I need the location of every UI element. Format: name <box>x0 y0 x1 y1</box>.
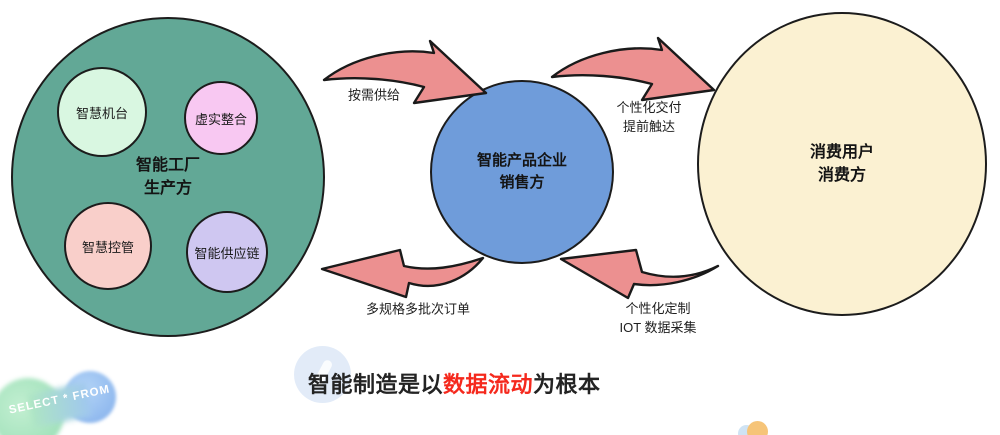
arrow-personalized-delivery-icon <box>550 36 716 102</box>
producer-title: 智能工厂 生产方 <box>135 157 200 197</box>
sub-circle-label: 智慧机台 <box>75 105 128 121</box>
arrow-label-personalized-delivery: 个性化交付 提前触达 <box>616 100 682 134</box>
bottom-orange-dot-icon <box>747 421 768 435</box>
caption-suffix: 为根本 <box>533 372 601 397</box>
sub-circle-smart-supply-chain: 智能供应链 <box>186 211 268 293</box>
select-from-badge: SELECT * FROM <box>0 362 150 435</box>
sub-circle-virtual-real-integration: 虚实整合 <box>184 81 258 155</box>
sub-circle-smart-control: 智慧控管 <box>64 202 152 290</box>
arrow-label-supply-on-demand: 按需供给 <box>347 87 401 103</box>
arrow-label-multi-spec-orders: 多规格多批次订单 <box>365 301 471 317</box>
arrow-label-personalized-customization: 个性化定制 IOT 数据采集 <box>619 301 697 335</box>
sub-circle-label: 智能供应链 <box>194 245 260 261</box>
seller-title: 智能产品企业 销售方 <box>476 152 567 191</box>
bottom-blue-dot-icon <box>738 425 755 435</box>
caption-highlight: 数据流动 <box>443 372 534 397</box>
arrow-personalized-customization-icon <box>559 248 720 300</box>
arrow-multi-spec-orders-icon <box>320 248 485 299</box>
consumer-title: 消费用户 消费方 <box>809 144 874 184</box>
caption: 智能制造是以数据流动为根本 <box>308 367 601 399</box>
caption-prefix: 智能制造是以 <box>308 372 444 397</box>
sub-circle-label: 虚实整合 <box>194 111 247 127</box>
sub-circle-smart-machines: 智慧机台 <box>57 67 147 157</box>
producer-circle: 智能工厂 生产方 <box>11 17 325 337</box>
consumer-circle: 消费用户 消费方 <box>697 12 987 316</box>
sub-circle-label: 智慧控管 <box>81 239 134 255</box>
watermark-circle-icon <box>294 346 351 403</box>
seller-circle: 智能产品企业 销售方 <box>430 80 614 264</box>
